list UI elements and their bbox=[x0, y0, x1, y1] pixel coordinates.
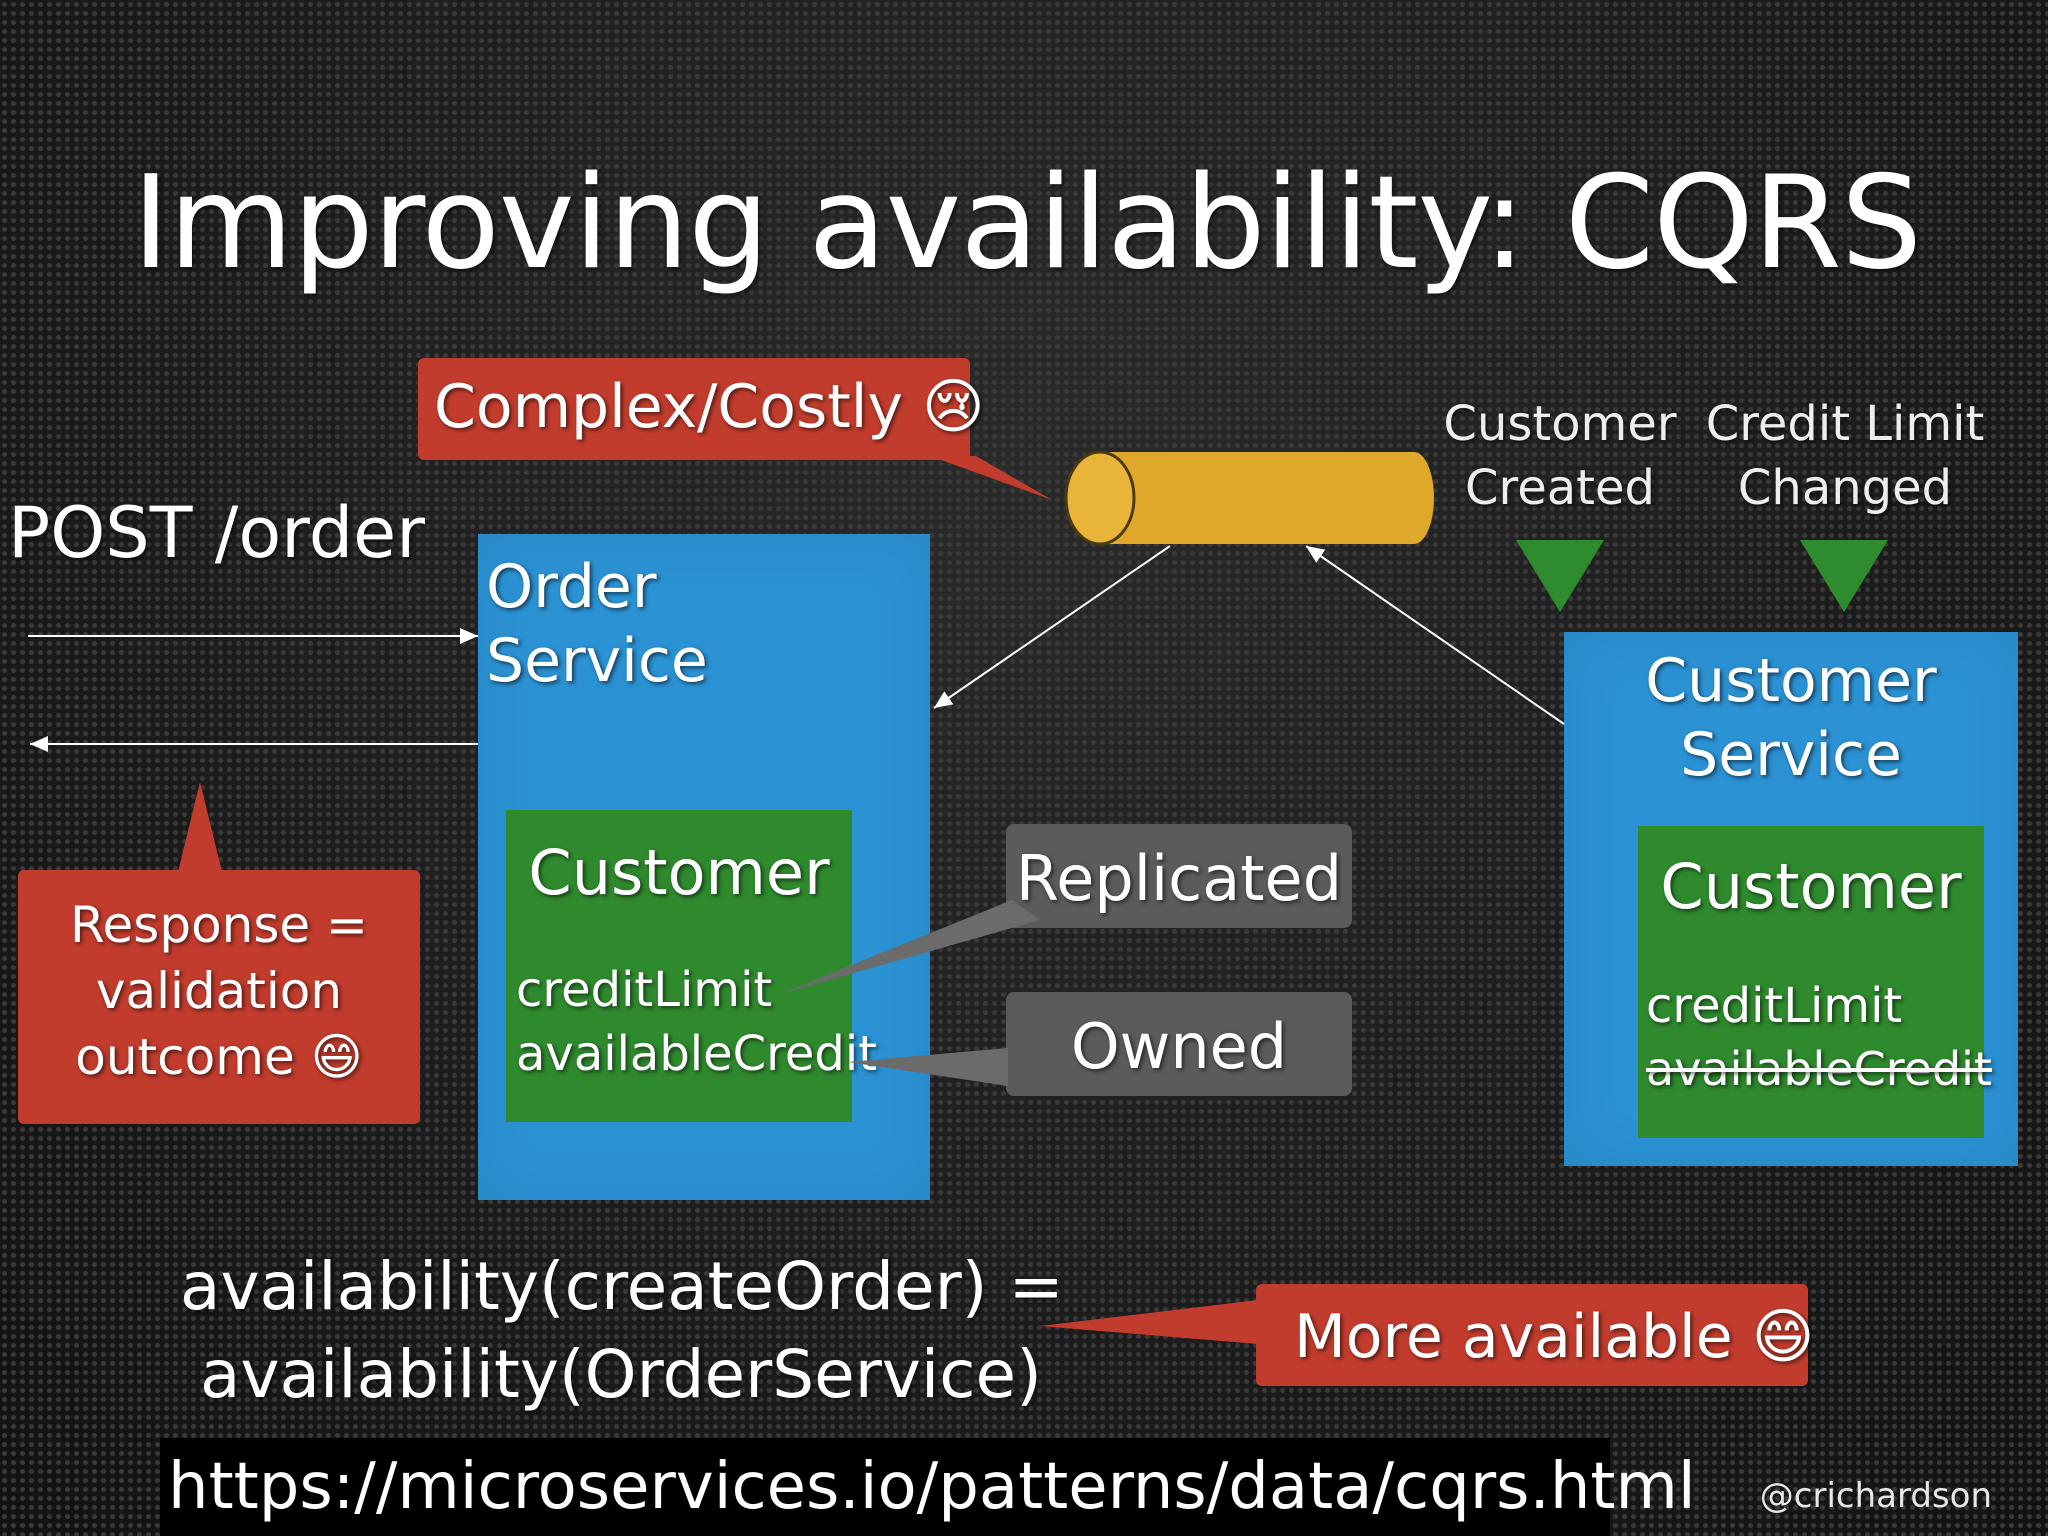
customer-customer-credit-limit: creditLimit bbox=[1646, 978, 1903, 1034]
customer-service-box: Customer Service Customer creditLimit av… bbox=[1564, 632, 2018, 1166]
more-available-text: More available 😄 bbox=[1294, 1302, 1815, 1372]
customer-customer-available-credit: availableCredit bbox=[1646, 1042, 1992, 1096]
replicated-label: Replicated bbox=[1015, 842, 1343, 915]
event-customer-created-line2: Created bbox=[1465, 460, 1655, 516]
event-customer-created: Customer Created bbox=[1430, 392, 1690, 520]
order-service-label-line2: Service bbox=[486, 626, 708, 696]
response-line3: outcome 😄 bbox=[75, 1028, 363, 1086]
customer-service-label-line1: Customer bbox=[1645, 646, 1937, 716]
customer-customer-box: Customer creditLimit availableCredit bbox=[1638, 826, 1992, 1138]
order-service-box: Order Service Customer creditLimit avail… bbox=[478, 534, 930, 1200]
event-credit-limit-changed: Credit Limit Changed bbox=[1700, 392, 1990, 520]
replicated-label-pointer bbox=[780, 900, 1040, 994]
response-callout: Response = validation outcome 😄 bbox=[18, 870, 420, 1124]
reference-url[interactable]: https://microservices.io/patterns/data/c… bbox=[168, 1450, 1696, 1524]
message-channel-cylinder bbox=[1064, 450, 1434, 546]
response-callout-pointer bbox=[178, 782, 222, 872]
customer-customer-title: Customer bbox=[1660, 850, 1962, 923]
order-service-label-line1: Order bbox=[486, 552, 657, 622]
formula-line1: availability(createOrder) = bbox=[180, 1248, 1064, 1325]
owned-label: Owned bbox=[1070, 1010, 1288, 1083]
replicated-label-box: Replicated bbox=[1006, 824, 1352, 928]
response-line1: Response = bbox=[70, 896, 368, 954]
order-customer-available-credit: availableCredit bbox=[516, 1026, 878, 1082]
request-label: POST /order bbox=[8, 492, 425, 574]
customer-service-label-line2: Service bbox=[1680, 720, 1902, 790]
more-available-callout-pointer bbox=[1040, 1300, 1258, 1344]
formula-line2: availability(OrderService) bbox=[200, 1336, 1042, 1413]
event-credit-limit-changed-line1: Credit Limit bbox=[1705, 396, 1985, 452]
event-credit-limit-changed-line2: Changed bbox=[1737, 460, 1953, 516]
owned-label-pointer bbox=[848, 1048, 1008, 1086]
more-available-callout: More available 😄 bbox=[1256, 1284, 1814, 1386]
complex-callout-pointer bbox=[930, 456, 1052, 500]
order-customer-credit-limit: creditLimit bbox=[516, 962, 773, 1018]
event-customer-created-line1: Customer bbox=[1443, 396, 1677, 452]
slide-title: Improving availability: CQRS bbox=[132, 149, 1922, 298]
complex-costly-callout: Complex/Costly 😢 bbox=[418, 358, 985, 460]
order-customer-title: Customer bbox=[528, 836, 830, 909]
order-customer-box: Customer creditLimit availableCredit bbox=[506, 810, 877, 1122]
customer-to-channel-arrow bbox=[1305, 545, 1565, 725]
channel-to-order-arrow bbox=[933, 545, 1171, 709]
url-bar bbox=[160, 1438, 1610, 1536]
complex-costly-text: Complex/Costly 😢 bbox=[434, 372, 985, 442]
event-credit-limit-changed-triangle bbox=[1800, 540, 1888, 612]
owned-label-box: Owned bbox=[1006, 992, 1352, 1096]
event-customer-created-triangle bbox=[1516, 540, 1604, 612]
author-handle: @crichardson bbox=[1759, 1476, 1992, 1516]
response-line2: validation bbox=[95, 962, 343, 1020]
